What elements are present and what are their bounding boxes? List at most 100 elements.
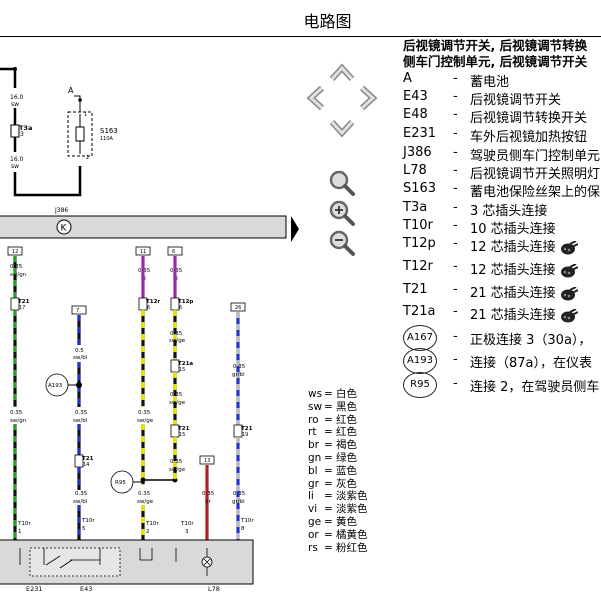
color-code-row: br=褐色 (308, 439, 368, 452)
legend-desc: 连接 2，在驾驶员侧车 (470, 380, 600, 395)
connector-pin: 17 (19, 305, 25, 311)
circuit-diagram[interactable]: 16.0 sw T3a 3 16.0 sw A 1 2 S163 110A J3… (0, 37, 300, 601)
title-divider (0, 36, 601, 37)
legend-desc: 后视镜调节转换开关 (470, 107, 587, 126)
control-unit-symbol: K (61, 224, 68, 234)
chevron-down-icon (329, 119, 355, 138)
pan-down-button[interactable] (324, 110, 360, 146)
legend-dash: - (453, 304, 458, 319)
connection-badge: A193 (403, 348, 437, 374)
legend-desc: 21 芯插头连接 (470, 282, 578, 301)
pin-box (199, 455, 215, 465)
pin-box (135, 246, 151, 256)
pan-left-button[interactable] (298, 80, 334, 116)
color-code-row: ge=黄色 (308, 516, 368, 529)
legend-dash: - (453, 282, 458, 297)
color-code-row: ws=白色 (308, 388, 368, 401)
color-name: 褐色 (336, 439, 357, 452)
color-code-row: rs=粉红色 (308, 542, 368, 555)
legend-desc: 正极连接 3（30a）， (470, 333, 592, 348)
legend-code: E231 (403, 126, 437, 141)
legend-dash: - (453, 200, 458, 215)
chevron-up-icon (329, 63, 355, 82)
wire-color: sw/ge (137, 418, 154, 424)
legend-dash: - (453, 107, 458, 122)
connector-pin: 1 (18, 529, 22, 535)
wire-color: sw/ge (169, 338, 186, 344)
legend-code: L78 (403, 163, 427, 178)
color-code-row: bl=蓝色 (308, 465, 368, 478)
color-code: or (308, 528, 319, 541)
legend-desc-text: 12 芯插头连接 (470, 263, 556, 278)
bottom-wire-color: sw (11, 163, 19, 170)
fuse-pin-bottom: 2 (86, 155, 89, 161)
legend-title-line1: 后视镜调节开关, 后视镜调节转换 (403, 38, 588, 53)
connector-label: T21 (82, 456, 94, 462)
pan-up-button[interactable] (324, 55, 360, 91)
connector-label: T10r (180, 521, 194, 527)
chevron-right-icon (359, 85, 378, 111)
top-wire-size: 16.0 (10, 94, 24, 101)
wire-size: 0.35 (233, 364, 246, 370)
legend-code: T3a (403, 200, 428, 215)
connector-pin: 14 (83, 462, 89, 468)
legend-desc-text: 后视镜调节开关照明灯 (470, 167, 601, 182)
bottom-wire-size: 16.0 (10, 156, 24, 163)
pan-right-button[interactable] (350, 80, 386, 116)
plug-connector-icon[interactable] (560, 308, 578, 323)
legend-desc-text: 后视镜调节转换开关 (470, 111, 588, 126)
plug-connector-icon[interactable] (560, 286, 578, 301)
top-connector: T3a (19, 124, 32, 132)
fuse-label: S163 (100, 127, 118, 135)
zoom-fit-button[interactable] (327, 168, 357, 198)
color-code-row: ro=红色 (308, 414, 368, 427)
wire-color: sw/ge (137, 499, 154, 505)
color-code-row: gr=灰色 (308, 478, 368, 491)
zoom-in-button[interactable] (327, 198, 357, 228)
pin-number: 6 (172, 249, 175, 255)
connector-label: T10r (145, 521, 159, 527)
label-e231: E231 (26, 585, 43, 593)
legend-desc: 车外后视镜加热按钮 (470, 126, 587, 145)
wire-size: 0.35 (202, 491, 215, 497)
legend-desc-text: 驾驶员侧车门控制单元 (470, 149, 601, 164)
color-eq: = (324, 426, 333, 439)
legend-dash: - (453, 126, 458, 141)
wire-color: gr/bl (232, 499, 245, 505)
wire-size: 0.5 (75, 348, 84, 354)
connector-label: T10r (17, 521, 31, 527)
color-code-row: gn=绿色 (308, 452, 368, 465)
triangle-right-icon (291, 216, 299, 242)
connector-label: T21a (178, 361, 193, 367)
legend-desc: 12 芯插头连接 (470, 259, 578, 278)
magnifier-icon (329, 170, 355, 196)
connector-label: T12p (178, 299, 193, 305)
legend-desc-text: 10 芯插头连接 (470, 222, 556, 237)
color-eq: = (324, 413, 333, 426)
wire-color: sw/gn (10, 418, 27, 424)
wire-size: 0.35 (138, 410, 151, 416)
connector-pin: 8 (241, 526, 245, 532)
next-page-button[interactable] (288, 212, 302, 246)
legend-desc-text: 后视镜调节开关 (470, 93, 562, 108)
pin-number: 12 (12, 249, 18, 255)
legend-desc: 12 芯插头连接 (470, 236, 578, 255)
color-eq: = (324, 515, 333, 528)
zoom-out-button[interactable] (327, 228, 357, 258)
pin-box (230, 302, 246, 312)
color-code-row: vi=淡紫色 (308, 503, 368, 516)
color-name: 绿色 (336, 451, 357, 464)
color-code: rs (308, 541, 318, 554)
wire-color: gr/bl (232, 372, 245, 378)
legend-code: T21 (403, 282, 428, 297)
plug-connector-icon[interactable] (560, 263, 578, 278)
wire-size: 0.35 (75, 491, 88, 497)
legend-code: A (403, 71, 412, 86)
color-code-row: li=淡紫色 (308, 490, 368, 503)
color-eq: = (324, 451, 333, 464)
legend-code: T10r (403, 218, 433, 233)
page-title: 电路图 (303, 12, 352, 31)
plug-connector-icon[interactable] (560, 240, 578, 255)
top-connector-pin: 3 (20, 131, 24, 138)
legend-desc-text: 12 芯插头连接 (470, 240, 556, 255)
